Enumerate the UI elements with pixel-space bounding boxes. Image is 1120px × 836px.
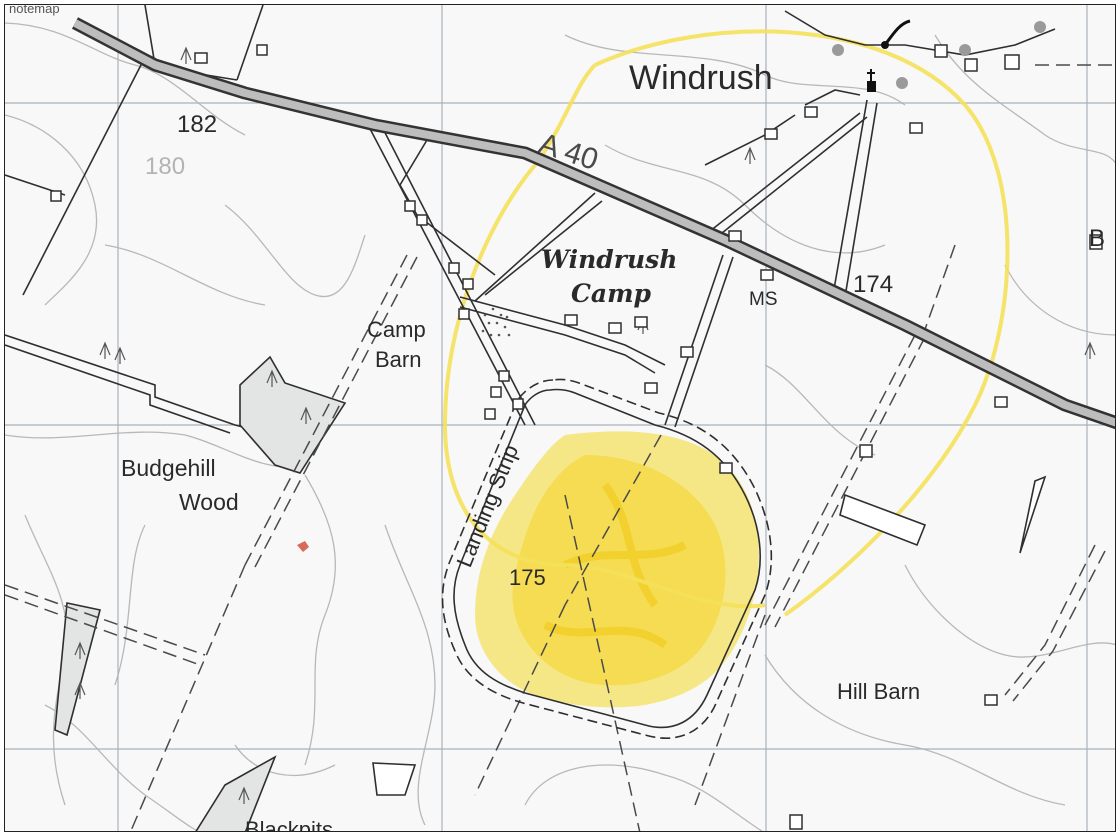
corner-label: notemap: [9, 4, 60, 16]
place-budgehill-line2: Wood: [179, 489, 239, 515]
place-camp-barn-line2: Barn: [375, 347, 422, 372]
place-camp-barn-line1: Camp: [367, 317, 426, 342]
place-blackpits: Blackpits: [245, 817, 334, 832]
spot-height-182: 182: [177, 111, 218, 138]
place-windrush-camp-line1: Windrush: [541, 245, 678, 274]
place-budgehill-line1: Budgehill: [121, 455, 216, 481]
a40-road: [71, 17, 1115, 430]
dashed-tracks: [5, 64, 1115, 831]
map-canvas: [5, 5, 1115, 831]
spot-height-175: 175: [509, 565, 546, 590]
place-windrush: Windrush: [629, 59, 773, 97]
contour-height-180: 180: [145, 153, 186, 180]
place-windrush-camp-line2: Camp: [571, 279, 652, 308]
landing-strip-highlight: [475, 431, 759, 708]
village-features: [832, 19, 1046, 92]
map-paper: [5, 5, 1115, 831]
place-hill-barn: Hill Barn: [837, 679, 921, 704]
gravel-pit: [481, 307, 511, 337]
tree-symbols: [74, 46, 1096, 804]
map-frame: notemap Windrush Windrush Camp Camp Barn…: [4, 4, 1116, 832]
church-icon: [867, 81, 876, 92]
spot-height-174: 174: [853, 271, 894, 298]
red-mark: [297, 541, 309, 552]
buildings: [50, 44, 1103, 830]
milestone-label: MS: [749, 289, 778, 310]
landing-strip-track: [441, 378, 773, 739]
edge-letter: B: [1089, 225, 1106, 252]
